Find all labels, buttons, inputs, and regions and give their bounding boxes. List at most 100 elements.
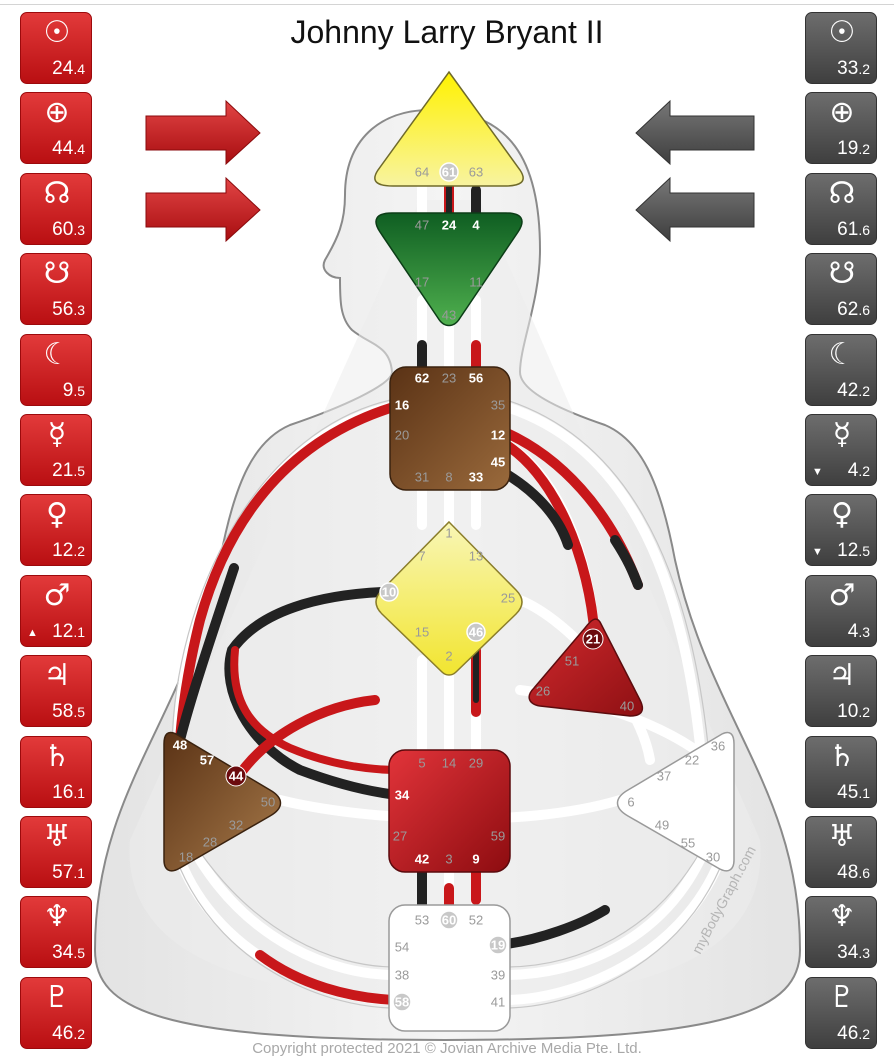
gate-37[interactable]: 37 <box>657 769 671 784</box>
gate-11[interactable]: 11 <box>469 275 483 290</box>
gate-25[interactable]: 25 <box>501 591 515 606</box>
planet-tile-venus[interactable]: ♀12.2 <box>20 494 92 567</box>
gate-34[interactable]: 34 <box>392 785 412 805</box>
gate-15[interactable]: 15 <box>415 625 429 640</box>
gate-31[interactable]: 31 <box>415 470 429 485</box>
gate-17[interactable]: 17 <box>415 275 429 290</box>
root-center[interactable] <box>388 904 511 1032</box>
heart-center[interactable] <box>528 618 644 717</box>
planet-tile-neptune[interactable]: ♆34.3 <box>805 896 877 969</box>
gate-3[interactable]: 3 <box>445 852 452 867</box>
sacral-center[interactable] <box>388 749 511 873</box>
gate-59[interactable]: 59 <box>491 829 505 844</box>
ajna-center[interactable] <box>375 212 523 327</box>
gate-21[interactable]: 21 <box>582 628 604 650</box>
gate-10[interactable]: 10 <box>379 582 399 602</box>
gate-23[interactable]: 23 <box>442 371 456 386</box>
planet-tile-earth[interactable]: ⊕19.2 <box>805 92 877 165</box>
gate-42[interactable]: 42 <box>412 849 432 869</box>
gate-35[interactable]: 35 <box>491 398 505 413</box>
gate-39[interactable]: 39 <box>491 968 505 983</box>
planet-tile-pluto[interactable]: ♇46.2 <box>20 976 92 1049</box>
gate-5[interactable]: 5 <box>418 756 425 771</box>
gate-30[interactable]: 30 <box>706 850 720 865</box>
gate-56[interactable]: 56 <box>466 368 486 388</box>
gate-8[interactable]: 8 <box>445 470 452 485</box>
gate-18[interactable]: 18 <box>179 850 193 865</box>
gate-61[interactable]: 61 <box>439 162 459 182</box>
gate-55[interactable]: 55 <box>681 836 695 851</box>
gate-62[interactable]: 62 <box>412 368 432 388</box>
spleen-center[interactable] <box>163 731 282 872</box>
gate-32[interactable]: 32 <box>229 818 243 833</box>
gate-47[interactable]: 47 <box>415 218 429 233</box>
gate-16[interactable]: 16 <box>392 395 412 415</box>
gate-14[interactable]: 14 <box>442 756 456 771</box>
planet-tile-moon[interactable]: ☾9.5 <box>20 333 92 406</box>
gate-51[interactable]: 51 <box>565 654 579 669</box>
g-center[interactable] <box>375 520 523 676</box>
gate-48[interactable]: 48 <box>170 735 190 755</box>
moon-icon: ☾ <box>828 336 856 372</box>
solar-plexus-center[interactable] <box>616 731 735 872</box>
gate-27[interactable]: 27 <box>393 829 407 844</box>
planet-tile-uranus[interactable]: ♅57.1 <box>20 815 92 888</box>
gate-2[interactable]: 2 <box>445 649 452 664</box>
gate-54[interactable]: 54 <box>395 940 409 955</box>
planet-tile-north-node[interactable]: ☊60.3 <box>20 172 92 245</box>
gate-50[interactable]: 50 <box>261 795 275 810</box>
planet-tile-north-node[interactable]: ☊61.6 <box>805 172 877 245</box>
gate-13[interactable]: 13 <box>469 549 483 564</box>
planet-tile-mars[interactable]: ♂▲12.1 <box>20 574 92 647</box>
planet-tile-saturn[interactable]: ♄16.1 <box>20 735 92 808</box>
gate-45[interactable]: 45 <box>488 452 508 472</box>
gate-52[interactable]: 52 <box>469 913 483 928</box>
gate-12[interactable]: 12 <box>488 425 508 445</box>
planet-tile-uranus[interactable]: ♅48.6 <box>805 815 877 888</box>
planet-tile-jupiter[interactable]: ♃10.2 <box>805 655 877 728</box>
planet-tile-sun[interactable]: ☉24.4 <box>20 12 92 84</box>
planet-tile-south-node[interactable]: ☋62.6 <box>805 253 877 326</box>
planet-tile-moon[interactable]: ☾42.2 <box>805 333 877 406</box>
gate-20[interactable]: 20 <box>395 428 409 443</box>
gate-63[interactable]: 63 <box>469 165 483 180</box>
gate-38[interactable]: 38 <box>395 968 409 983</box>
gate-64[interactable]: 64 <box>415 165 429 180</box>
gate-28[interactable]: 28 <box>203 835 217 850</box>
gate-36[interactable]: 36 <box>711 739 725 754</box>
planet-tile-south-node[interactable]: ☋56.3 <box>20 253 92 326</box>
throat-center[interactable] <box>389 366 511 491</box>
gate-26[interactable]: 26 <box>536 684 550 699</box>
planet-tile-saturn[interactable]: ♄45.1 <box>805 735 877 808</box>
planet-tile-sun[interactable]: ☉33.2 <box>805 12 877 84</box>
gate-49[interactable]: 49 <box>655 818 669 833</box>
planet-tile-earth[interactable]: ⊕44.4 <box>20 92 92 165</box>
gate-53[interactable]: 53 <box>415 913 429 928</box>
planet-tile-pluto[interactable]: ♇46.2 <box>805 976 877 1049</box>
gate-46[interactable]: 46 <box>466 622 486 642</box>
gate-60[interactable]: 60 <box>439 910 459 930</box>
planet-tile-jupiter[interactable]: ♃58.5 <box>20 655 92 728</box>
gate-43[interactable]: 43 <box>442 308 456 323</box>
planet-tile-venus[interactable]: ♀▼12.5 <box>805 494 877 567</box>
planet-tile-neptune[interactable]: ♆34.5 <box>20 896 92 969</box>
gate-19[interactable]: 19 <box>488 935 508 955</box>
gate-24[interactable]: 24 <box>439 215 459 235</box>
gate-29[interactable]: 29 <box>469 756 483 771</box>
gate-7[interactable]: 7 <box>418 549 425 564</box>
gate-9[interactable]: 9 <box>466 849 486 869</box>
gate-58[interactable]: 58 <box>392 992 412 1012</box>
gate-22[interactable]: 22 <box>685 753 699 768</box>
gate-44[interactable]: 44 <box>225 765 247 787</box>
planet-tile-mars[interactable]: ♂4.3 <box>805 574 877 647</box>
planet-tile-mercury[interactable]: ☿21.5 <box>20 413 92 486</box>
gate-33[interactable]: 33 <box>466 467 486 487</box>
gate-6[interactable]: 6 <box>627 795 634 810</box>
gate-40[interactable]: 40 <box>620 699 634 714</box>
head-center[interactable] <box>374 70 524 187</box>
planet-tile-mercury[interactable]: ☿▼4.2 <box>805 413 877 486</box>
gate-1[interactable]: 1 <box>445 526 452 541</box>
gate-4[interactable]: 4 <box>466 215 486 235</box>
gate-57[interactable]: 57 <box>197 750 217 770</box>
gate-41[interactable]: 41 <box>491 995 505 1010</box>
